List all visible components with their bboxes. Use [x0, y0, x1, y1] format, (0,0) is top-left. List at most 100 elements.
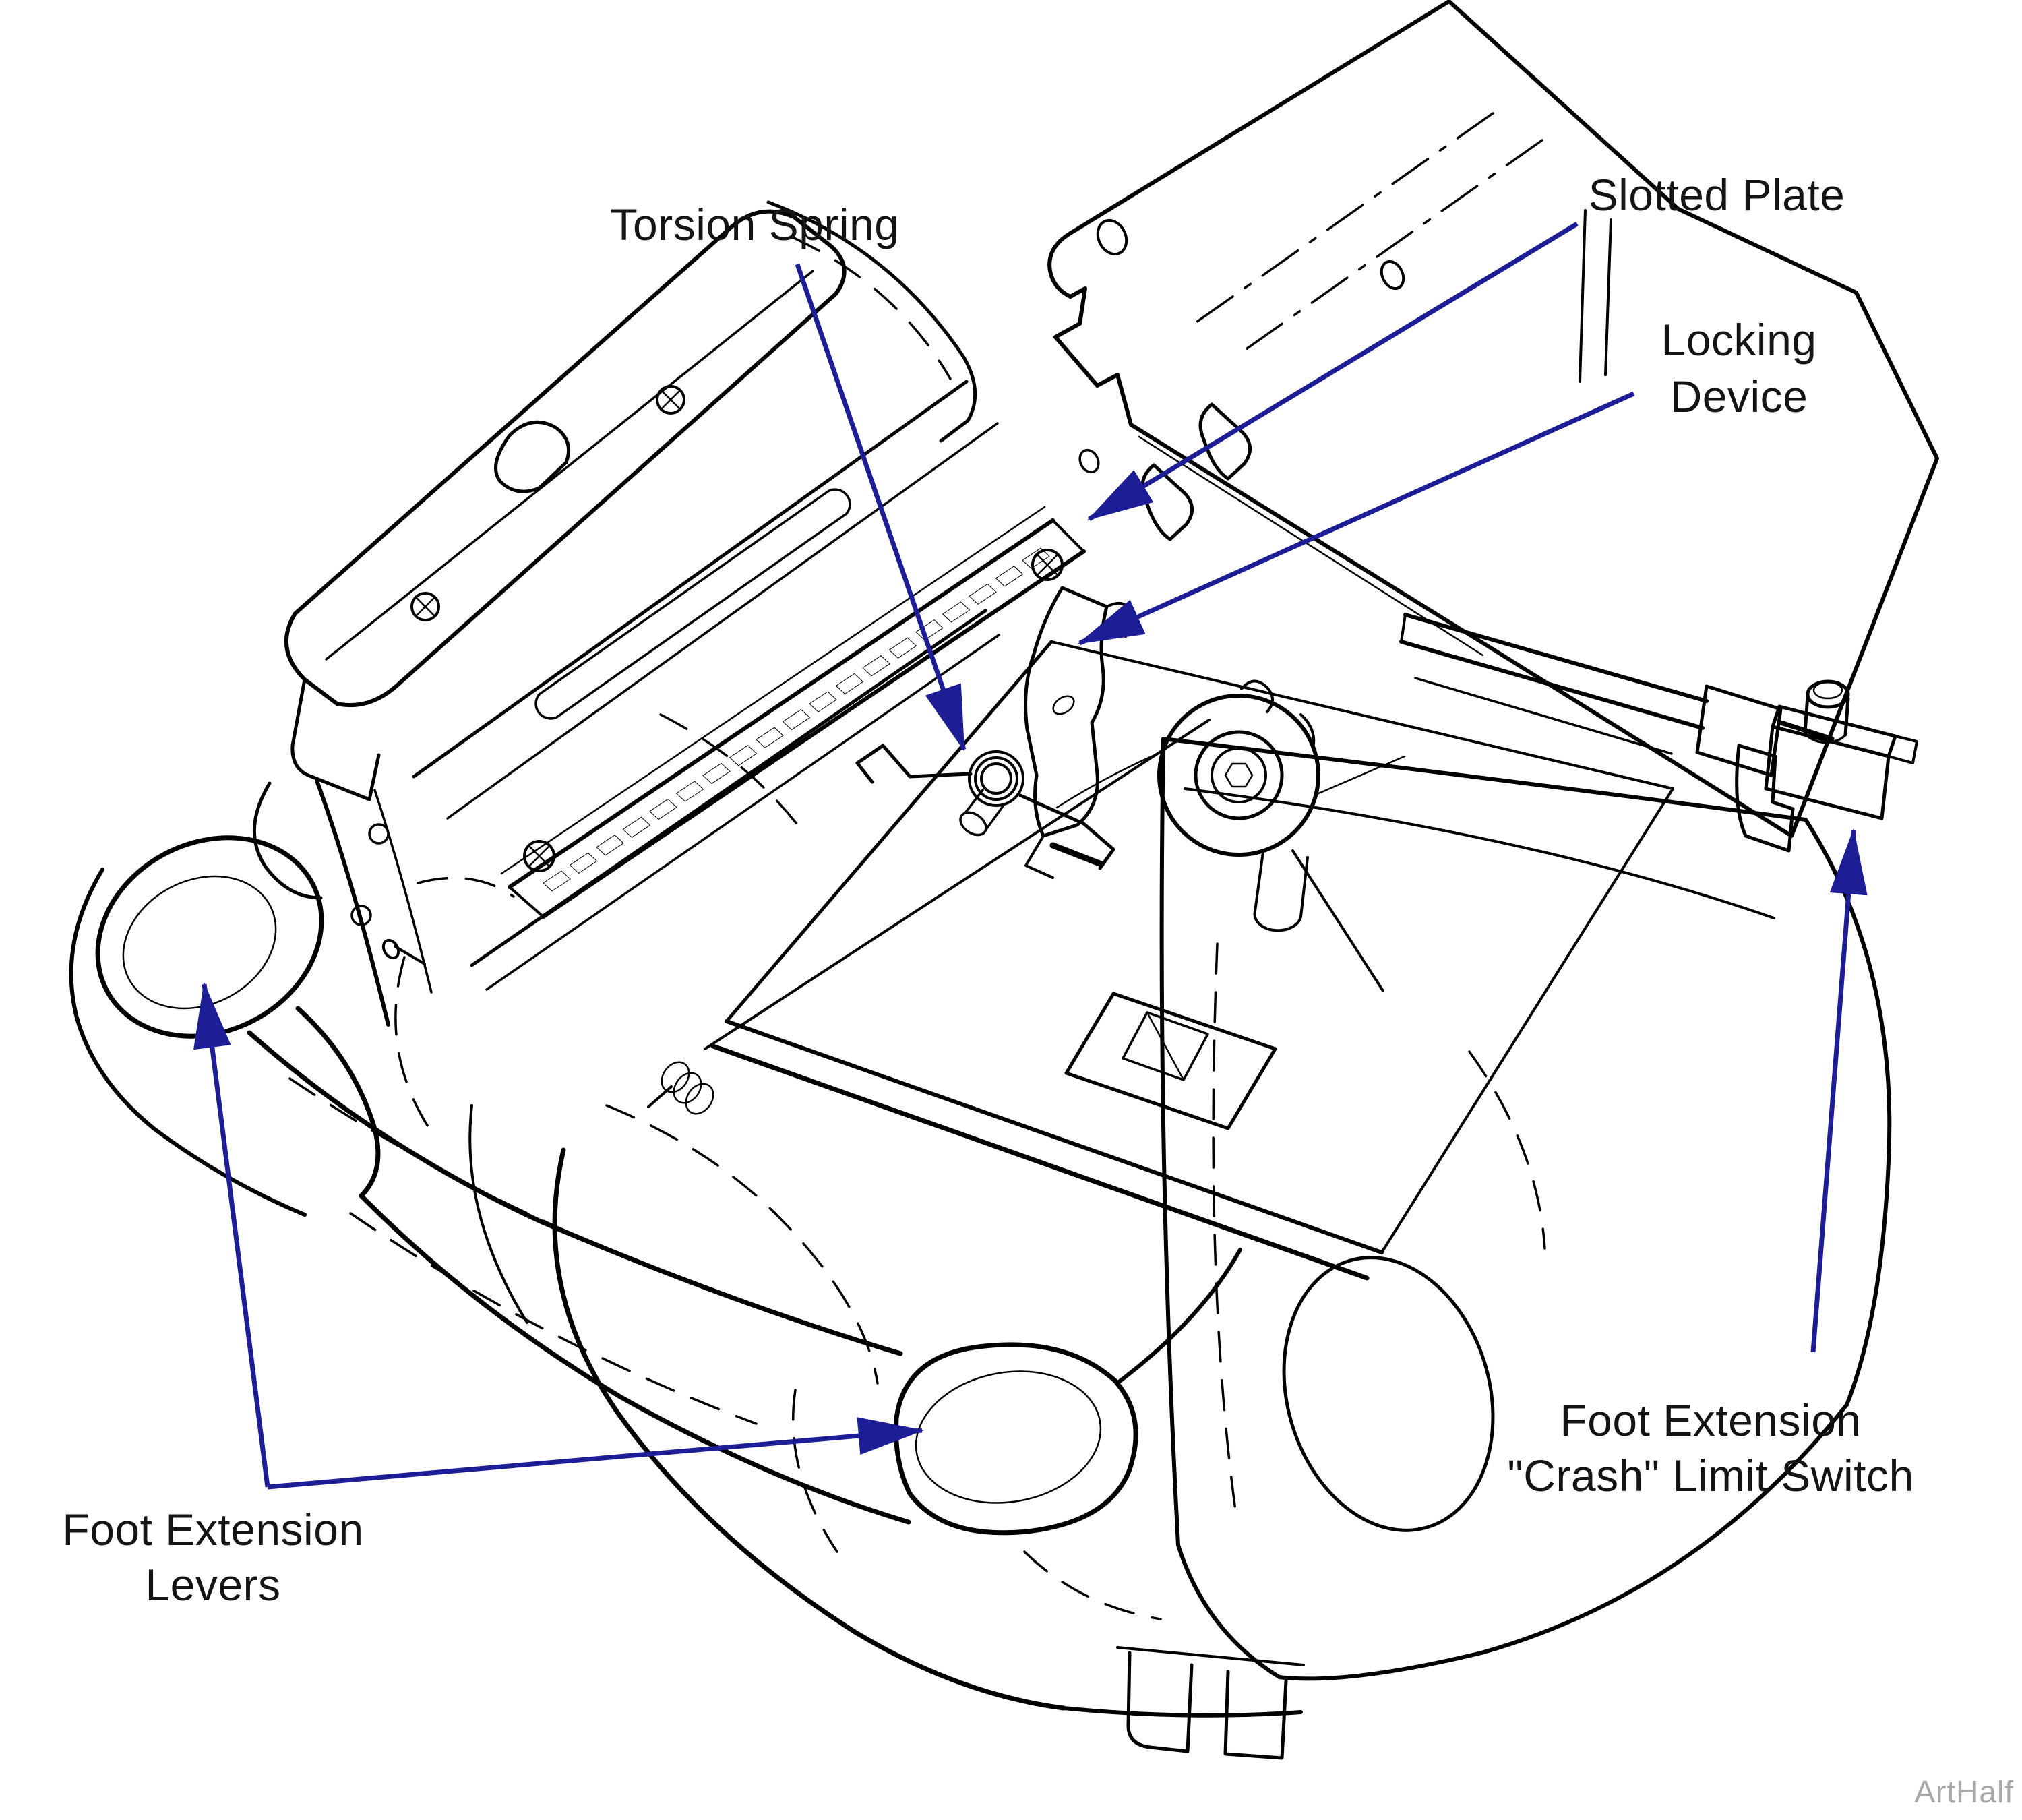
switch-bracket — [1735, 744, 1795, 853]
spring-core — [959, 811, 987, 837]
lever-pad-bottom-outer — [893, 1342, 1138, 1536]
label-torsion-spring: Torsion Spring — [611, 200, 900, 249]
spring-coil — [968, 750, 1024, 807]
deck-front-lip — [710, 1043, 1370, 1281]
rail-end — [1400, 613, 1407, 643]
crash-limit-switch — [1735, 679, 1918, 853]
foot-lever-bottom-leader — [267, 1417, 925, 1490]
hidden-line — [659, 713, 798, 825]
screw-icon — [1031, 549, 1064, 581]
seat-outer-bottom — [552, 1147, 1066, 1711]
slotted-plate-slot — [596, 835, 624, 856]
seat-inner-curve — [468, 1104, 528, 1324]
hidden-line — [791, 1389, 838, 1553]
foot-board-inner-line — [325, 270, 814, 661]
shell-front-edge — [1117, 1248, 1242, 1384]
lever-pad-left-outer — [95, 835, 324, 1039]
shell-top-edge — [1161, 737, 1808, 822]
plate-hook-tab — [1198, 402, 1252, 481]
screw-cross — [661, 390, 681, 410]
cam-hex-bolt — [1224, 762, 1254, 788]
slotted-plate-leader — [1087, 222, 1579, 521]
slotted-plate-slot — [969, 583, 997, 605]
foot-board-outline — [284, 209, 847, 708]
slotted-plate-slot — [862, 655, 890, 677]
deck-plate — [315, 640, 1674, 1281]
cam-hub — [1194, 730, 1284, 820]
cam-pulley — [1055, 679, 1406, 932]
under-rail — [470, 609, 987, 967]
shell-fold-line — [1184, 787, 1775, 919]
label-slotted-plate: Slotted Plate — [1589, 170, 1845, 220]
slotted-plate-slot — [623, 816, 650, 838]
screw-icon — [523, 840, 555, 872]
slotted-plate-slot — [1022, 547, 1050, 569]
slotted-plate-slot — [570, 852, 597, 874]
foot-board-end-bracket — [290, 677, 381, 801]
rod-end-hook — [647, 1085, 673, 1108]
shell-oval-opening — [1282, 1256, 1495, 1532]
switch-plunger-cap — [1812, 681, 1843, 700]
hidden-line — [417, 876, 515, 898]
plate-hole — [1096, 218, 1128, 256]
seat-band — [359, 1193, 911, 1525]
slotted-plate-bottom-edge — [541, 549, 1086, 919]
shell-bottom-edge — [1277, 1403, 1849, 1681]
housing-shell — [1117, 737, 1892, 1681]
locking-bracket-foot — [1024, 835, 1054, 879]
rail-top — [1403, 613, 1709, 703]
switch-tab — [1887, 735, 1918, 764]
locking-device-leader — [1077, 391, 1635, 646]
plate-centerline — [1243, 139, 1543, 352]
slotted-plate-end — [508, 886, 545, 918]
slotted-plate-face-line — [500, 506, 1046, 875]
rod-end-coil — [661, 1061, 690, 1093]
lever-pad-bottom-inner — [915, 1370, 1102, 1504]
seat-band — [247, 1030, 903, 1356]
slotted-plate-slot — [543, 870, 571, 892]
switch-plunger-top — [1806, 679, 1850, 709]
shell-left-edge — [1159, 737, 1281, 1679]
slotted-plate-slot — [702, 762, 731, 784]
mid-panel-edge — [412, 380, 969, 779]
foot-board-notch — [494, 420, 570, 493]
lever-pad-bottom — [893, 1342, 1138, 1536]
hidden-lines — [288, 713, 1546, 1620]
shell-right-edge — [1804, 818, 1892, 1407]
plate-outline — [1047, 0, 1939, 838]
roller-pin — [394, 945, 426, 965]
crash-switch-leader — [1810, 828, 1868, 1353]
screw-cross — [528, 845, 550, 867]
technical-drawing — [69, 0, 1939, 1760]
switch-plunger-base — [1804, 731, 1847, 744]
hidden-line — [1023, 1550, 1162, 1620]
switch-plunger-side — [1803, 694, 1850, 737]
spring-left-hook — [855, 761, 874, 784]
deck-cutout-bracket-line — [1146, 1011, 1185, 1081]
slotted-plate-slot — [942, 601, 970, 623]
screw-cross — [1037, 554, 1058, 576]
rod-end-coil — [685, 1083, 714, 1115]
screw-icon — [410, 592, 440, 621]
slotted-plate-slot — [756, 727, 784, 748]
support-foot-hinge — [1116, 1646, 1305, 1666]
locking-device — [1024, 586, 1132, 879]
foot-lever-left-leader — [193, 981, 270, 1488]
rail-bottom — [1399, 640, 1705, 730]
support-foot — [1126, 1651, 1194, 1753]
frame-support-edge — [373, 789, 433, 994]
screw-cross — [415, 597, 435, 617]
rail-end-block — [1695, 684, 1783, 777]
slotted-plate-end — [1051, 519, 1085, 553]
spring-coil — [974, 756, 1018, 801]
cam-notch — [1299, 713, 1316, 750]
hidden-line — [1468, 1050, 1546, 1250]
cable-clip — [1240, 679, 1274, 713]
deck-edge-front — [725, 1019, 1384, 1254]
slotted-plate-slot — [995, 566, 1023, 587]
curved-cover-hidden — [791, 236, 952, 380]
deck-cutout — [1064, 992, 1277, 1130]
mid-panel-edge — [446, 422, 999, 820]
seat-outer-bottom — [1062, 1706, 1303, 1718]
slotted-plate-slot — [809, 691, 837, 712]
